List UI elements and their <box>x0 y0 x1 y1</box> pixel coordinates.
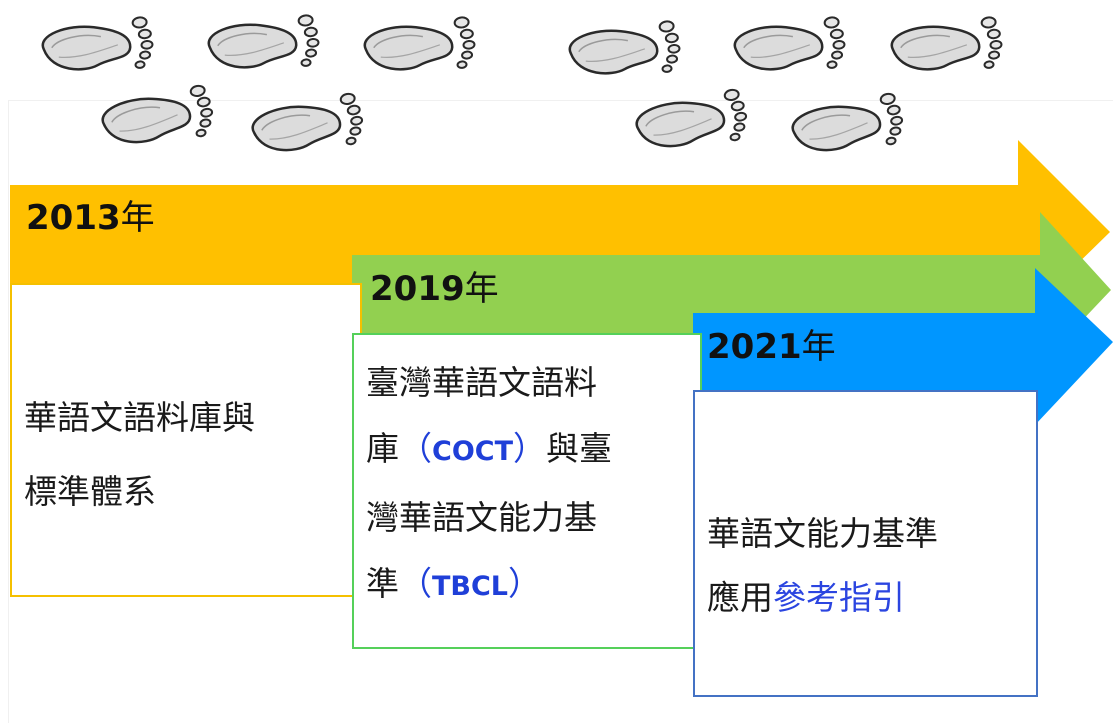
coct-code: COCT <box>432 436 513 467</box>
description-line: 臺灣華語文語料 <box>366 363 597 402</box>
description-line: 庫（COCT）與臺 <box>366 429 612 468</box>
description-2019: 臺灣華語文語料 庫（COCT）與臺 灣華語文能力基 準（TBCL） <box>366 350 612 620</box>
description-line: 標準體系 <box>24 472 156 511</box>
box-2019 <box>352 333 702 649</box>
description-line: 灣華語文能力基 <box>366 498 597 537</box>
description-line: 準（TBCL） <box>366 564 542 603</box>
description-2013: 華語文語料庫與 標準體系 <box>24 390 255 520</box>
year-label-2021: 2021年 <box>707 327 836 367</box>
tbcl-code: TBCL <box>432 571 509 602</box>
description-line: 應用參考指引 <box>707 578 905 617</box>
arrow-2021 <box>693 268 1113 425</box>
description-2021: 華語文能力基準 應用參考指引 <box>707 502 938 630</box>
reference-guide-link[interactable]: 參考指引 <box>773 578 905 617</box>
box-2021 <box>693 390 1038 697</box>
description-line: 華語文語料庫與 <box>24 398 255 437</box>
year-label-2019: 2019年 <box>370 269 499 309</box>
description-line: 華語文能力基準 <box>707 514 938 553</box>
box-2013 <box>10 283 362 597</box>
year-label-2013: 2013年 <box>26 198 155 238</box>
